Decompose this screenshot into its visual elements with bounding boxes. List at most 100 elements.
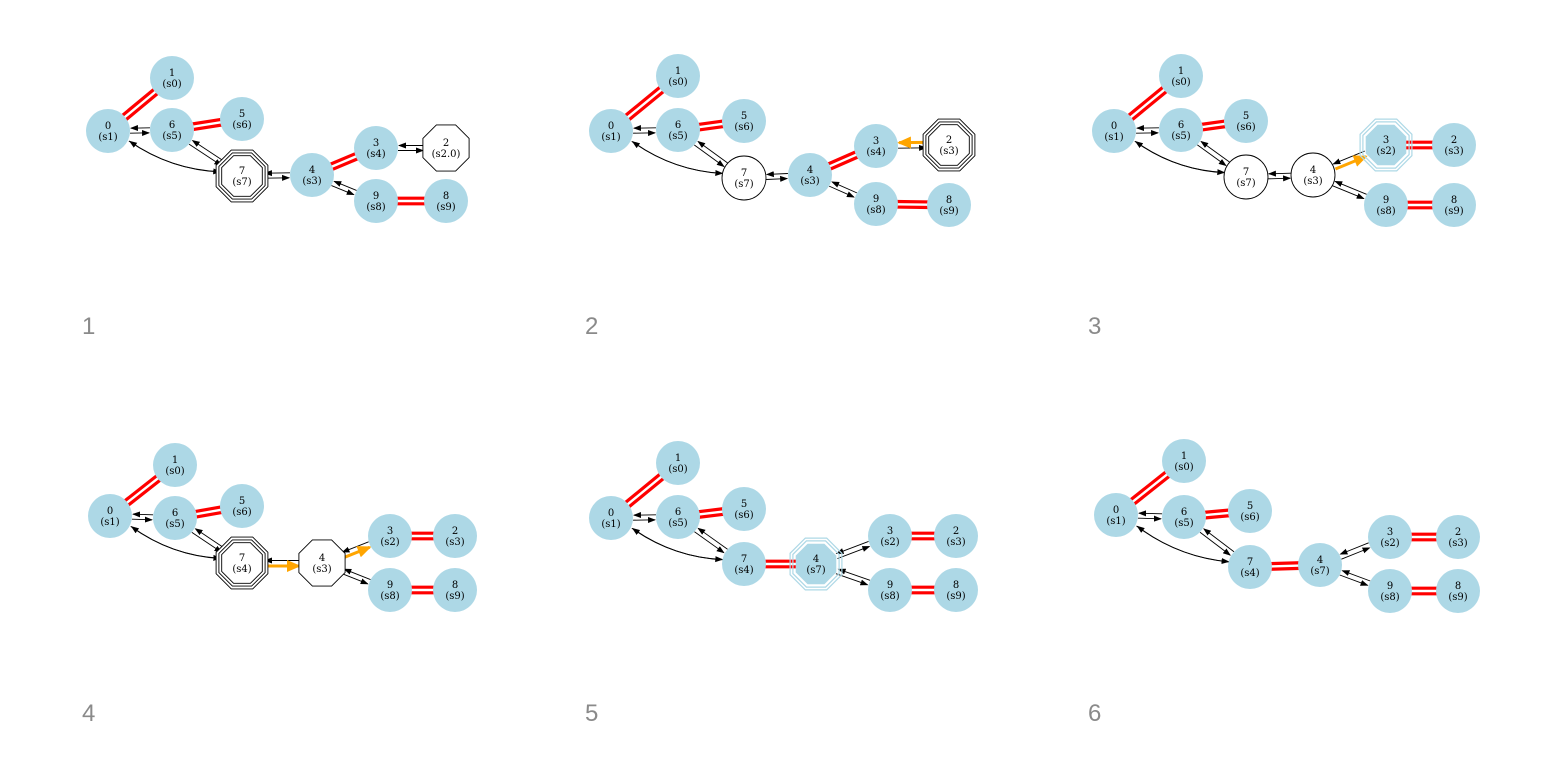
- node-id-label: 7: [741, 168, 747, 179]
- edge-3-4: [1332, 150, 1365, 165]
- node-shape: [589, 496, 633, 540]
- node-shape: [1364, 183, 1408, 227]
- node-0: 0(s1): [88, 494, 132, 538]
- node-sub-label: (s8): [1376, 206, 1395, 217]
- node-shape: [722, 99, 766, 143]
- node-8: 8(s9): [424, 179, 468, 223]
- edge-6-7: [694, 531, 725, 554]
- node-shape: [656, 495, 700, 539]
- node-id-label: 6: [675, 507, 681, 518]
- edge-0-7: [1134, 140, 1226, 176]
- node-id-label: 2: [946, 135, 952, 146]
- node-8: 8(s9): [1432, 183, 1476, 227]
- node-sub-label: (s9): [436, 202, 455, 213]
- node-shape: [721, 155, 767, 201]
- edge-0-7: [631, 527, 724, 563]
- node-id-label: 1: [675, 453, 681, 464]
- node-8: 8(s9): [433, 568, 477, 612]
- matched-edge-7-4: [1269, 561, 1300, 566]
- edge-6-7: [1199, 531, 1231, 556]
- node-id-label: 2: [443, 138, 449, 149]
- panel-number: 3: [1088, 313, 1101, 340]
- node-8: 8(s9): [927, 183, 971, 227]
- panel-1: 0(s1)1(s0)6(s5)5(s6)7(s7)4(s3)3(s4)2(s2.…: [82, 56, 470, 340]
- node-shape: [854, 124, 898, 168]
- node-id-label: 9: [887, 580, 893, 591]
- node-sub-label: (s3): [445, 537, 464, 548]
- node-id-label: 8: [443, 191, 449, 202]
- edge-9-4: [831, 181, 858, 194]
- node-sub-label: (s8): [1380, 592, 1399, 603]
- node-sub-label: (s4): [866, 147, 885, 158]
- node-id-label: 0: [608, 508, 614, 519]
- node-shape: [1365, 124, 1407, 166]
- node-shape: [368, 568, 412, 612]
- node-7: 7(s7): [721, 155, 767, 201]
- node-id-label: 6: [169, 120, 175, 131]
- node-id-label: 1: [169, 68, 175, 79]
- node-shape: [1162, 495, 1206, 539]
- edge-0-7: [128, 140, 222, 175]
- node-shape: [1224, 99, 1268, 143]
- node-sub-label: (s2): [380, 537, 399, 548]
- matched-edge-0-1: [623, 472, 662, 505]
- node-7: 7(s4): [215, 536, 269, 590]
- node-sub-label: (s3): [939, 146, 958, 157]
- node-id-label: 3: [1387, 527, 1393, 538]
- node-shape: [1368, 569, 1412, 613]
- node-sub-label: (s2): [880, 537, 899, 548]
- node-sub-label: (s6): [232, 120, 251, 131]
- matched-edge-0-1: [126, 478, 162, 508]
- node-id-label: 8: [452, 580, 458, 591]
- node-9: 9(s8): [1368, 569, 1412, 613]
- node-id-label: 9: [1383, 195, 1389, 206]
- node-sub-label: (s3): [946, 537, 965, 548]
- node-id-label: 1: [172, 455, 178, 466]
- edges: [623, 85, 930, 210]
- node-8: 8(s9): [934, 568, 978, 612]
- node-shape: [150, 56, 194, 100]
- edge-0-7: [631, 140, 724, 176]
- node-sub-label: (s1): [601, 132, 620, 143]
- node-id-label: 3: [387, 526, 393, 537]
- node-3: 3(s2): [1368, 515, 1412, 559]
- matched-edge-0-1: [623, 85, 662, 118]
- edge-7-6: [697, 527, 728, 550]
- node-sub-label: (s3): [1444, 146, 1463, 157]
- node-shape: [1094, 493, 1138, 537]
- node-shape: [88, 494, 132, 538]
- node-sub-label: (s0): [165, 466, 184, 477]
- node-shape: [153, 443, 197, 487]
- node-shape: [1223, 154, 1269, 200]
- edge-3-4: [1339, 542, 1369, 555]
- node-sub-label: (s3): [1303, 176, 1322, 187]
- node-sub-label: (s1): [1104, 132, 1123, 143]
- node-id-label: 1: [1178, 66, 1184, 77]
- node-id-label: 2: [953, 526, 959, 537]
- node-shape: [1432, 183, 1476, 227]
- node-id-label: 5: [239, 496, 245, 507]
- matched-edge-6-5: [1204, 514, 1231, 520]
- node-4: 4(s3): [298, 539, 346, 587]
- node-7: 7(s4): [722, 542, 766, 586]
- matched-edge-0-1: [1132, 474, 1172, 507]
- edges: [1126, 85, 1434, 210]
- node-shape: [1298, 543, 1342, 587]
- edges: [120, 87, 426, 206]
- node-id-label: 8: [1451, 195, 1457, 206]
- panel-number: 6: [1088, 700, 1101, 727]
- node-sub-label: (s3): [302, 176, 321, 187]
- node-sub-label: (s8): [866, 205, 885, 216]
- node-4: 4(s3): [788, 153, 832, 197]
- node-shape: [927, 183, 971, 227]
- edge-0-7: [1136, 525, 1230, 565]
- node-sub-label: (s9): [1448, 592, 1467, 603]
- matched-edge-6-5: [697, 119, 725, 127]
- node-sub-label: (s9): [939, 206, 958, 217]
- node-sub-label: (s0): [1174, 462, 1193, 473]
- edge-4-9: [331, 185, 355, 196]
- node-shape: [153, 496, 197, 540]
- matched-edge-4-3: [328, 151, 358, 167]
- matched-edge-0-1: [123, 473, 159, 503]
- node-outline: [1362, 121, 1410, 169]
